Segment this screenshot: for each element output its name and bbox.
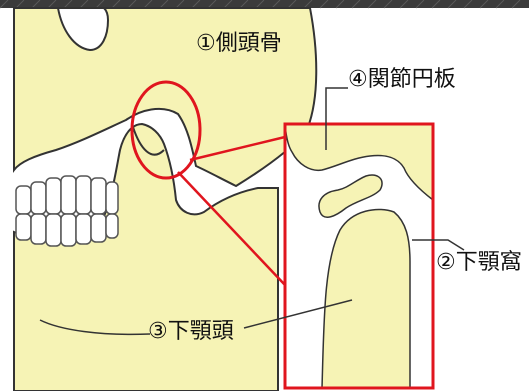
- label-articular-disc: ④関節円板: [348, 69, 456, 91]
- zoom-inset: [285, 124, 433, 388]
- teeth: [16, 176, 118, 246]
- label-mandibular-condyle: ③下顎頭: [148, 321, 234, 343]
- label-temporal-bone: ①側頭骨: [196, 33, 282, 55]
- label-mandibular-fossa: ②下顎窩: [436, 252, 522, 274]
